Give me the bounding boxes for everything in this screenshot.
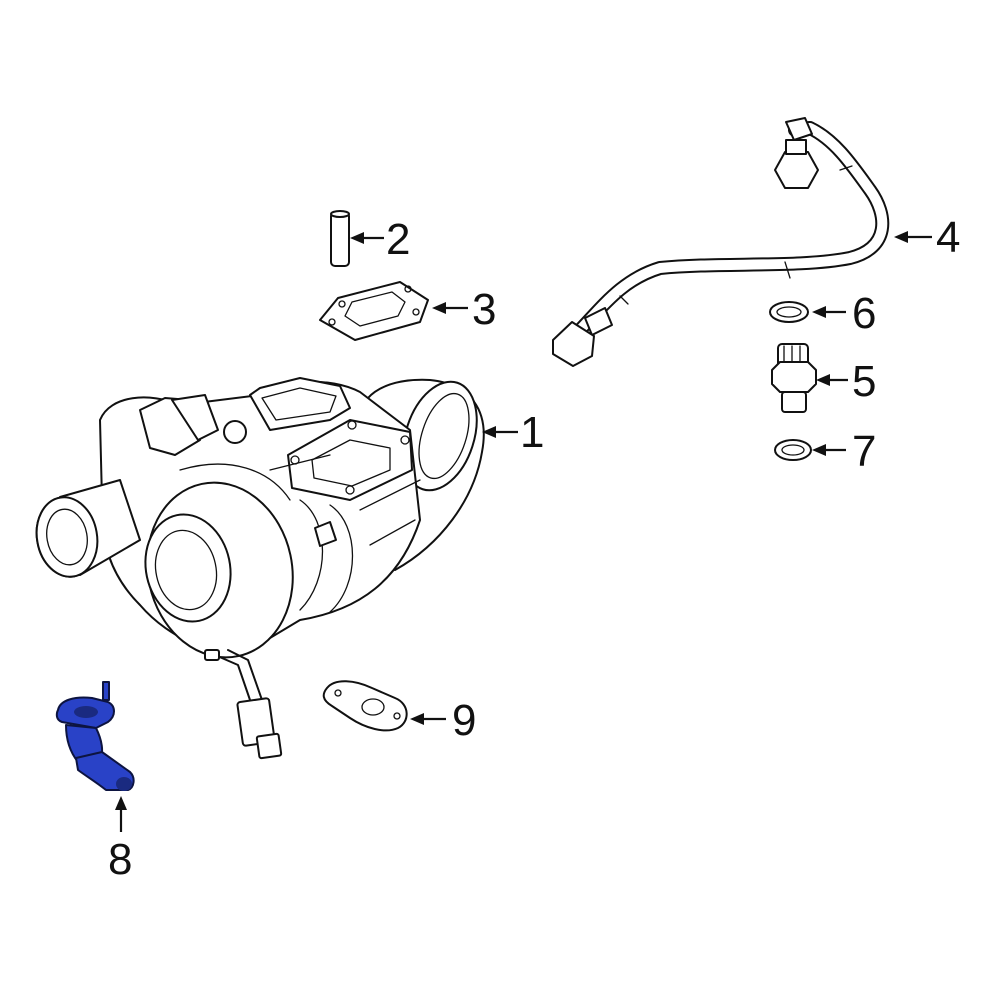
callout-8[interactable]: 8 <box>108 835 132 884</box>
part-2-pin[interactable] <box>330 210 350 267</box>
part-9-gasket[interactable] <box>322 680 408 732</box>
callout-2[interactable]: 2 <box>386 215 410 264</box>
part-5-sensor[interactable] <box>771 343 817 413</box>
part-8-drain-tube[interactable] <box>55 681 135 791</box>
callout-4[interactable]: 4 <box>936 213 960 262</box>
callout-9[interactable]: 9 <box>452 696 476 745</box>
callout-1[interactable]: 1 <box>520 408 544 457</box>
part-4-oil-line[interactable] <box>552 117 890 367</box>
callout-6[interactable]: 6 <box>852 289 876 338</box>
callout-3[interactable]: 3 <box>472 285 496 334</box>
part-1-turbocharger[interactable] <box>31 372 490 760</box>
part-6-o-ring[interactable] <box>769 301 809 323</box>
callout-5[interactable]: 5 <box>852 357 876 406</box>
part-7-o-ring[interactable] <box>774 439 812 461</box>
callout-arrows <box>115 231 932 832</box>
part-3-gasket[interactable] <box>319 281 429 341</box>
callout-7[interactable]: 7 <box>852 427 876 476</box>
